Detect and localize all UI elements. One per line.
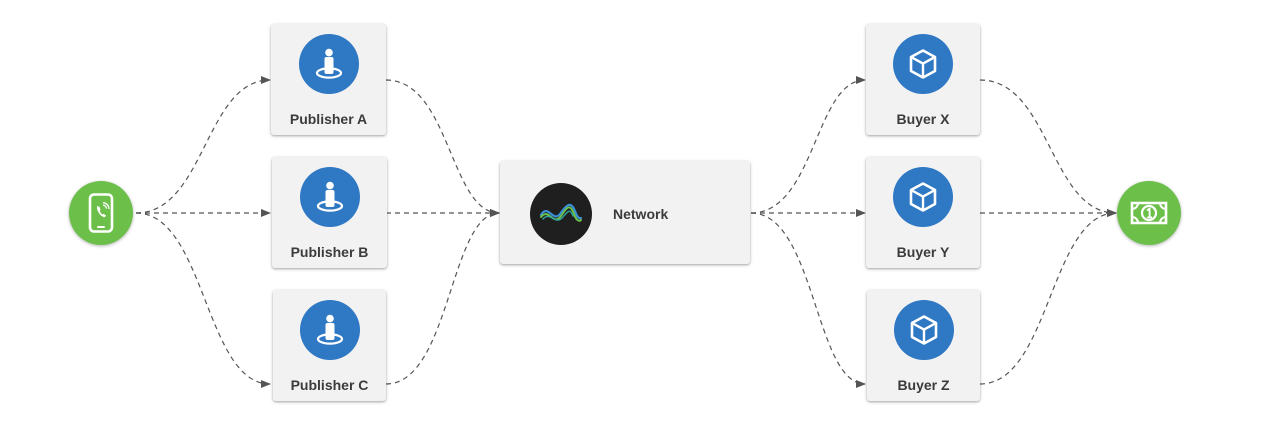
buyer-label: Buyer X xyxy=(896,111,950,127)
publisher-avatar xyxy=(299,167,360,227)
publisher-label: Publisher C xyxy=(290,377,369,393)
network-card[interactable]: Network xyxy=(500,161,750,264)
network-label: Network xyxy=(613,206,669,222)
buyer-card-z[interactable]: Buyer Z xyxy=(867,290,980,401)
publisher-card-c[interactable]: Publisher C xyxy=(273,290,386,401)
buyer-label: Buyer Z xyxy=(897,377,950,393)
buyer-avatar xyxy=(893,300,954,360)
edge-source-publisher-c xyxy=(135,212,271,388)
edge-buyer-z-sink xyxy=(979,209,1117,385)
buyer-label: Buyer Y xyxy=(896,244,950,260)
buyer-avatar xyxy=(893,34,953,94)
person-pin-icon xyxy=(315,48,342,79)
publisher-avatar xyxy=(299,300,360,360)
publisher-label: Publisher A xyxy=(289,111,368,127)
sink-node[interactable] xyxy=(1117,181,1181,245)
edge-source-publisher-a xyxy=(135,76,271,214)
edge-network-buyer-z xyxy=(750,212,866,388)
buyer-card-y[interactable]: Buyer Y xyxy=(866,157,980,268)
publisher-card-a[interactable]: Publisher A xyxy=(271,24,386,135)
wave-logo-icon xyxy=(539,203,583,222)
publisher-avatar xyxy=(298,34,359,94)
publisher-label: Publisher B xyxy=(290,244,369,260)
cube-icon xyxy=(910,315,937,345)
person-pin-icon xyxy=(316,181,343,212)
phone-call-icon xyxy=(88,193,114,233)
buyer-avatar xyxy=(893,167,953,227)
publisher-card-b[interactable]: Publisher B xyxy=(272,157,387,268)
money-bill-icon xyxy=(1130,201,1168,225)
edge-publisher-a-network xyxy=(385,79,500,217)
edge-network-buyer-x xyxy=(750,76,866,214)
buyer-card-x[interactable]: Buyer X xyxy=(866,24,980,135)
cube-icon xyxy=(909,49,937,79)
edge-publisher-c-network xyxy=(385,209,500,385)
cube-icon xyxy=(909,182,937,212)
network-logo xyxy=(530,183,592,245)
source-node[interactable] xyxy=(69,181,133,245)
person-pin-icon xyxy=(316,314,343,345)
edge-buyer-x-sink xyxy=(979,79,1117,217)
